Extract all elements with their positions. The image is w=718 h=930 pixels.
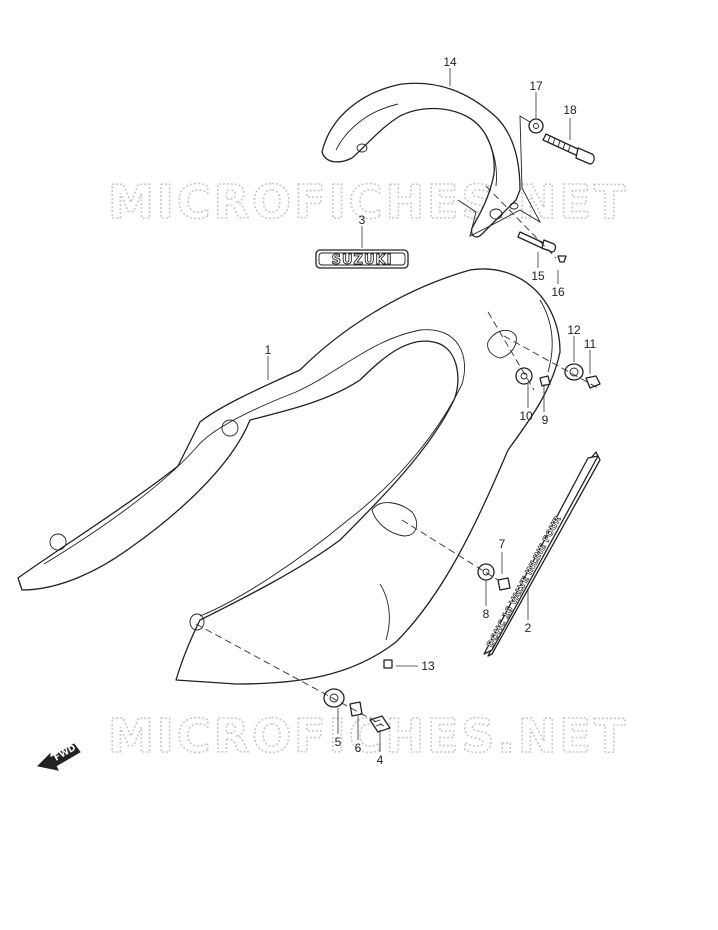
spacer-7-part bbox=[497, 577, 511, 591]
assembly-line bbox=[487, 311, 535, 391]
callout-2: 2 bbox=[525, 621, 532, 635]
watermark-top: MICROFICHES.NET bbox=[108, 175, 628, 229]
callout-leaders bbox=[267, 68, 591, 752]
callout-labels: 1 2 3 4 5 6 7 8 9 10 11 12 13 14 15 16 1… bbox=[265, 55, 597, 767]
bolt-part bbox=[517, 231, 557, 253]
fwd-arrow-icon: FWD bbox=[36, 743, 81, 771]
spacer-part bbox=[539, 375, 551, 387]
callout-4: 4 bbox=[377, 753, 384, 767]
callout-17: 17 bbox=[529, 79, 543, 93]
callout-11: 11 bbox=[584, 337, 597, 351]
watermark-bottom: MICROFICHES.NET bbox=[108, 709, 628, 763]
assembly-line bbox=[485, 185, 557, 259]
washer-part bbox=[528, 118, 544, 134]
callout-7: 7 bbox=[499, 537, 506, 551]
callout-1: 1 bbox=[265, 343, 272, 357]
callout-8: 8 bbox=[483, 607, 490, 621]
assembly-line bbox=[401, 519, 499, 581]
callout-16: 16 bbox=[551, 285, 565, 299]
suzuki-emblem: SUZUKI bbox=[315, 249, 409, 269]
callout-15: 15 bbox=[531, 269, 545, 283]
grommet-8-part bbox=[477, 563, 495, 581]
collar-part bbox=[564, 363, 584, 381]
suzuki-emblem-text: SUZUKI bbox=[332, 253, 393, 268]
long-bolt-part bbox=[542, 133, 595, 165]
assembly-line bbox=[503, 335, 599, 389]
callout-6: 6 bbox=[355, 741, 362, 755]
handle-bracket bbox=[457, 115, 542, 237]
cap-11-part bbox=[585, 375, 601, 389]
seat-tail-cover-part bbox=[17, 268, 561, 685]
grab-handle-part bbox=[321, 82, 521, 238]
callout-14: 14 bbox=[443, 55, 457, 69]
callout-9: 9 bbox=[542, 413, 549, 427]
grommet-part bbox=[515, 367, 533, 385]
side-decal-stripe: DOHC 16 VALVE INLINE FOUR bbox=[483, 451, 601, 657]
callout-18: 18 bbox=[563, 103, 577, 117]
cap-part bbox=[557, 255, 567, 263]
callout-5: 5 bbox=[335, 735, 342, 749]
assembly-line bbox=[195, 623, 385, 727]
callout-10: 10 bbox=[519, 409, 533, 423]
screw-part bbox=[383, 659, 393, 669]
callout-12: 12 bbox=[567, 323, 581, 337]
callout-13: 13 bbox=[421, 659, 435, 673]
grommet-5-part bbox=[323, 688, 345, 708]
callout-3: 3 bbox=[359, 213, 366, 227]
